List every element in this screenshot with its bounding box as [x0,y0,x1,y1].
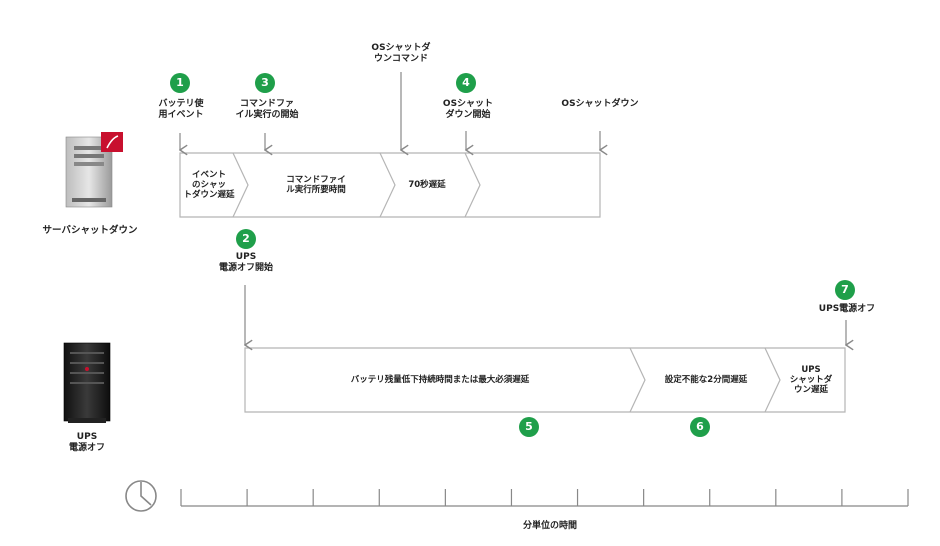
server-icon [65,132,123,208]
step-badge-6: 6 [690,417,710,437]
ups-caption: UPS 電源オフ [68,432,105,453]
ups-icon [63,342,111,423]
server-caption: サーバシャットダウン [42,225,138,236]
ups-segment-2min-delay: 設定不能な2分間遅延 [664,375,748,385]
server-segment-event-delay: イベント のシャッ トダウン遅延 [183,170,235,200]
label-ups-off-start: UPS 電源オフ開始 [218,252,273,273]
server-chevron-1 [232,152,249,218]
step-badge-7: 7 [835,280,855,300]
ups-segment-battery-delay: バッテリ残量低下持続時間または最大必須遅延 [350,375,530,385]
ups-timeline-bar [244,347,846,413]
ups-chevron-1 [629,347,646,413]
ups-segment-shutdown-delay: UPS シャットダ ウン遅延 [789,365,833,395]
label-os-shutdown-command: OSシャットダ ウンコマンド [371,43,431,64]
step-badge-4: 4 [456,73,476,93]
step-badge-5: 5 [519,417,539,437]
label-ups-off: UPS電源オフ [818,304,876,314]
step-badge-2: 2 [236,229,256,249]
label-os-shutdown: OSシャットダウン [561,99,639,109]
step-badge-1: 1 [170,73,190,93]
time-axis-label: 分単位の時間 [522,521,577,531]
server-chevron-2 [379,152,396,218]
label-os-shutdown-start: OSシャット ダウン開始 [442,99,494,120]
clock-icon [125,480,157,512]
server-segment-cmd-duration: コマンドファイ ル実行所要時間 [286,175,346,195]
server-segment-70s-delay: 70秒遅延 [408,180,446,190]
server-chevron-3 [464,152,481,218]
time-axis [180,489,909,507]
label-cmd-file-start: コマンドファ イル実行の開始 [235,99,299,120]
server-timeline-bar [179,152,601,218]
step-badge-3: 3 [255,73,275,93]
label-battery-event: バッテリ使 用イベント [158,99,204,120]
ups-chevron-2 [764,347,781,413]
